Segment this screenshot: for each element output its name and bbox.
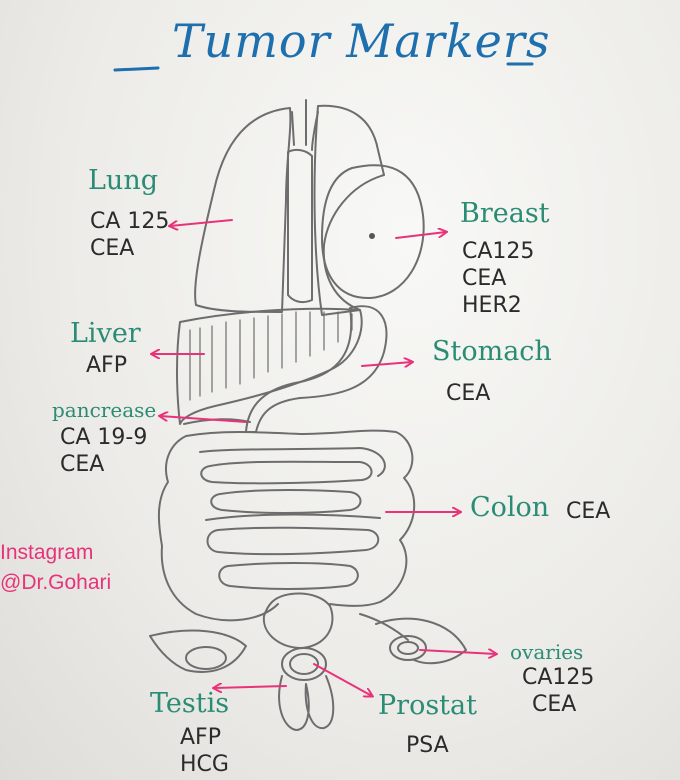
small-intestine-loop-1 — [200, 460, 373, 485]
markers-lung: CA 125 CEA — [90, 208, 169, 262]
marker-breast-1: CA125 — [462, 239, 535, 264]
organ-label-liver: Liver — [70, 318, 141, 349]
marker-liver-1: AFP — [86, 353, 127, 378]
markers-testis: AFP HCG — [180, 724, 229, 778]
arrow-lung — [170, 219, 233, 226]
marker-testis-2: HCG — [180, 752, 229, 777]
prostate-inner — [289, 653, 319, 675]
ovary-right-inner — [397, 641, 419, 655]
social-handle: @Dr.Gohari — [0, 571, 112, 594]
markers-stomach: CEA — [446, 380, 490, 407]
stomach-shape — [245, 305, 388, 433]
bladder-shape — [262, 592, 334, 649]
ovary-right-shape — [389, 635, 427, 661]
small-intestine-loop-3 — [206, 526, 380, 556]
arrow-breast — [395, 232, 446, 239]
marker-ovaries-2: CEA — [532, 692, 577, 717]
social-platform: Instagram — [0, 541, 94, 564]
markers-liver: AFP — [86, 352, 127, 379]
ovary-left-shape — [185, 646, 227, 670]
colon-shape — [157, 429, 416, 622]
liver-shape — [176, 307, 363, 425]
marker-colon-1: CEA — [566, 499, 611, 524]
page-title: Tumor Markers — [172, 14, 551, 68]
liver-hatching — [189, 311, 353, 401]
marker-ovaries-1: CA125 — [522, 665, 595, 690]
prostate-shape — [281, 647, 327, 681]
marker-stomach-1: CEA — [446, 381, 491, 406]
organ-label-stomach: Stomach — [432, 336, 552, 367]
marker-lung-2: CEA — [90, 236, 135, 261]
marker-prostate-1: PSA — [406, 733, 449, 758]
markers-ovaries: CA125 CEA — [522, 664, 594, 718]
arrow-ovaries — [419, 650, 496, 654]
organ-label-ovaries: ovaries — [510, 640, 584, 664]
organ-label-lung: Lung — [88, 165, 158, 196]
small-intestine-loop-2 — [210, 489, 362, 514]
marker-lung-1: CA 125 — [90, 209, 170, 234]
arrow-pancreas — [160, 416, 247, 423]
trachea-shape — [291, 99, 319, 151]
arrow-stomach — [361, 362, 412, 366]
markers-breast: CA125 CEA HER2 — [462, 238, 534, 319]
organ-label-pancreas: pancrease — [52, 398, 157, 422]
markers-pancreas: CA 19-9 CEA — [60, 424, 147, 478]
small-intestine-loop-4 — [218, 562, 359, 590]
colon-inner — [199, 447, 386, 521]
marker-breast-3: HER2 — [462, 293, 522, 318]
marker-breast-2: CEA — [462, 266, 507, 291]
breast-shape — [321, 164, 425, 300]
marker-pancreas-1: CA 19-9 — [60, 425, 148, 450]
title-dash-left — [113, 66, 160, 72]
organ-label-colon: Colon — [470, 492, 550, 523]
markers-prostate: PSA — [406, 732, 449, 759]
pelvis-right — [375, 617, 467, 665]
lung-left-shape — [194, 107, 292, 313]
markers-colon: CEA — [566, 498, 610, 525]
arrow-testis — [214, 686, 287, 688]
pelvis-left — [149, 629, 247, 673]
marker-testis-1: AFP — [180, 725, 221, 750]
arrow-prostate — [313, 663, 372, 696]
heart-shape — [287, 148, 313, 304]
breast-mass — [369, 233, 375, 239]
organ-label-prostate: Prostat — [378, 690, 477, 721]
pelvis-right-detail — [359, 613, 409, 641]
marker-pancreas-2: CEA — [60, 452, 105, 477]
organ-label-breast: Breast — [460, 198, 550, 229]
organ-label-testis: Testis — [150, 688, 230, 719]
testis-shape — [278, 675, 335, 731]
social-watermark: Instagram @Dr.Gohari — [0, 538, 111, 598]
